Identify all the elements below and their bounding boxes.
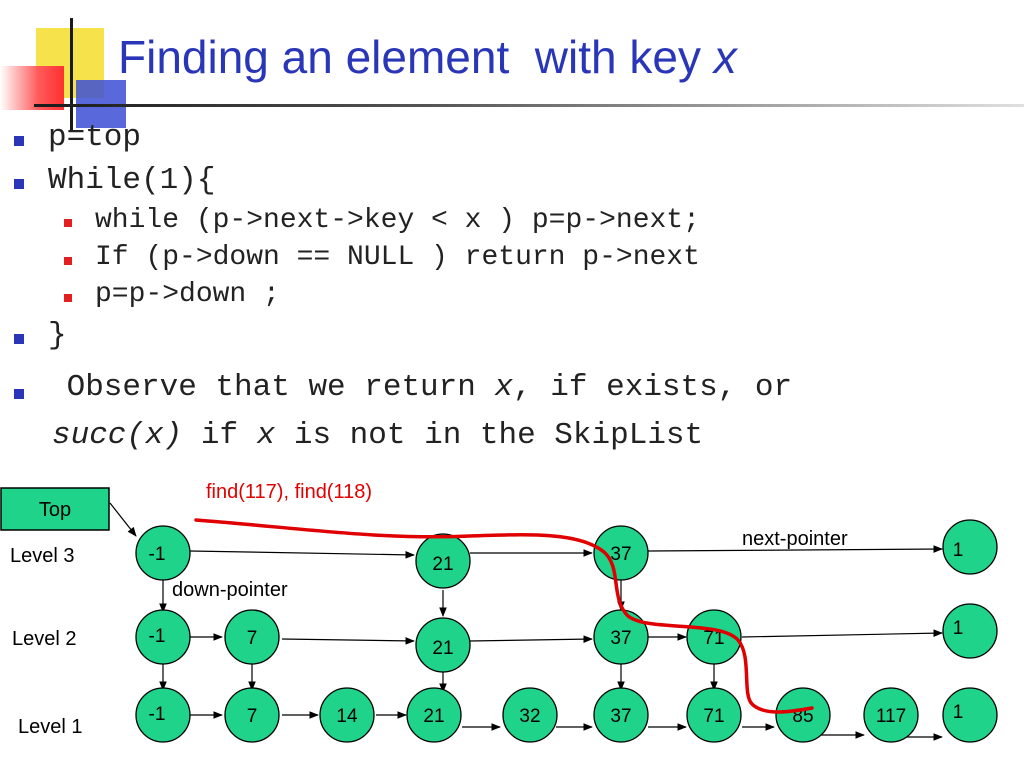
svg-text:71: 71 xyxy=(703,628,724,649)
l3-arrow xyxy=(647,545,943,553)
slide-title: Finding an element with key x xyxy=(118,30,737,84)
skiplist-node-l1: 14 xyxy=(319,687,375,743)
next-pointer-label: next-pointer xyxy=(742,528,848,550)
svg-text:1: 1 xyxy=(953,540,964,561)
observe-text: , if exists, or xyxy=(513,370,793,405)
bullet-marker xyxy=(14,334,24,344)
top-arrow xyxy=(109,502,137,537)
svg-text:14: 14 xyxy=(336,706,358,727)
skiplist-node-l3: 1 xyxy=(942,519,998,575)
observe-text: if xyxy=(182,418,257,453)
skiplist-node-l1: 117 xyxy=(863,687,919,743)
bullet-p-top: p=top xyxy=(48,120,142,155)
title-var: x xyxy=(713,31,737,83)
svg-text:1: 1 xyxy=(953,618,964,639)
l2-arrow xyxy=(281,637,415,645)
observe-line-2: succ(x) if x is not in the SkipList xyxy=(52,418,703,453)
l2-arrow xyxy=(469,635,593,643)
skiplist-node-l1: 21 xyxy=(406,687,462,743)
svg-text:-1: -1 xyxy=(149,704,166,725)
l2-arrow xyxy=(741,629,943,638)
observe-succ: succ(x) xyxy=(52,418,183,453)
sub-bullet-marker xyxy=(64,257,72,265)
level-2-label: Level 2 xyxy=(12,628,77,650)
skiplist-node-l1: 37 xyxy=(593,687,649,743)
decor-vertical-line xyxy=(70,18,73,130)
bullet-close-brace: } xyxy=(48,318,67,353)
bullet-marker xyxy=(14,136,24,146)
observe-var: x xyxy=(256,418,276,453)
svg-text:37: 37 xyxy=(610,544,631,565)
svg-text:117: 117 xyxy=(876,706,906,727)
skiplist-node-l1: 7 xyxy=(224,687,280,743)
decor-red-block xyxy=(0,66,64,110)
skiplist-node-l2: 37 xyxy=(593,609,649,665)
svg-text:21: 21 xyxy=(423,706,444,727)
skiplist-node-l2: 7 xyxy=(224,609,280,665)
sub-bullet-marker xyxy=(64,219,72,227)
bullet-while: While(1){ xyxy=(48,163,216,198)
skiplist-node-l2: 1 xyxy=(942,603,998,659)
observe-var: x xyxy=(494,370,514,405)
svg-text:71: 71 xyxy=(703,706,724,727)
svg-text:37: 37 xyxy=(610,706,631,727)
l3-arrow xyxy=(189,550,415,559)
observe-text: Observe that we return xyxy=(48,370,495,405)
svg-text:32: 32 xyxy=(519,706,540,727)
level-3-label: Level 3 xyxy=(10,545,75,567)
top-pointer-box xyxy=(0,487,110,531)
svg-text:1: 1 xyxy=(953,702,964,723)
svg-text:21: 21 xyxy=(432,554,453,575)
observe-line-1: Observe that we return x, if exists, or xyxy=(48,370,793,405)
sub-bullet-next-loop: while (p->next->key < x ) p=p->next; xyxy=(95,205,700,236)
skiplist-node-l1: 85 xyxy=(775,687,831,743)
skiplist-node-l3: 37 xyxy=(593,525,649,581)
svg-text:21: 21 xyxy=(432,638,453,659)
find-label: find(117), find(118) xyxy=(206,481,372,503)
search-path xyxy=(194,518,814,714)
top-label: Top xyxy=(39,499,71,521)
level-1-label: Level 1 xyxy=(18,716,83,738)
svg-text:7: 7 xyxy=(247,706,258,727)
bullet-marker xyxy=(14,179,24,189)
skiplist-node-l3: -1 xyxy=(135,525,191,581)
skiplist-node-l1: 71 xyxy=(686,687,742,743)
skiplist-node-l2: -1 xyxy=(135,609,191,665)
skiplist-node-l1: 32 xyxy=(502,687,558,743)
svg-text:-1: -1 xyxy=(149,544,166,565)
svg-text:-1: -1 xyxy=(149,626,166,647)
title-text: Finding an element with key xyxy=(118,31,714,83)
observe-text: is not in the SkipList xyxy=(275,418,704,453)
skiplist-node-l1: 1 xyxy=(942,687,998,743)
sub-bullet-go-down: p=p->down ; xyxy=(95,279,280,310)
svg-text:7: 7 xyxy=(247,628,258,649)
skiplist-node-l2: 21 xyxy=(415,617,471,673)
skiplist-node-l2: 71 xyxy=(686,609,742,665)
down-pointer-label: down-pointer xyxy=(172,579,288,601)
bullet-marker xyxy=(14,389,24,399)
skiplist-node-l1: -1 xyxy=(135,687,191,743)
sub-bullet-if-down: If (p->down == NULL ) return p->next xyxy=(95,242,700,273)
skiplist-node-l3: 21 xyxy=(415,533,471,589)
sub-bullet-marker xyxy=(64,294,72,302)
title-underline xyxy=(34,104,1024,107)
svg-text:37: 37 xyxy=(610,628,631,649)
